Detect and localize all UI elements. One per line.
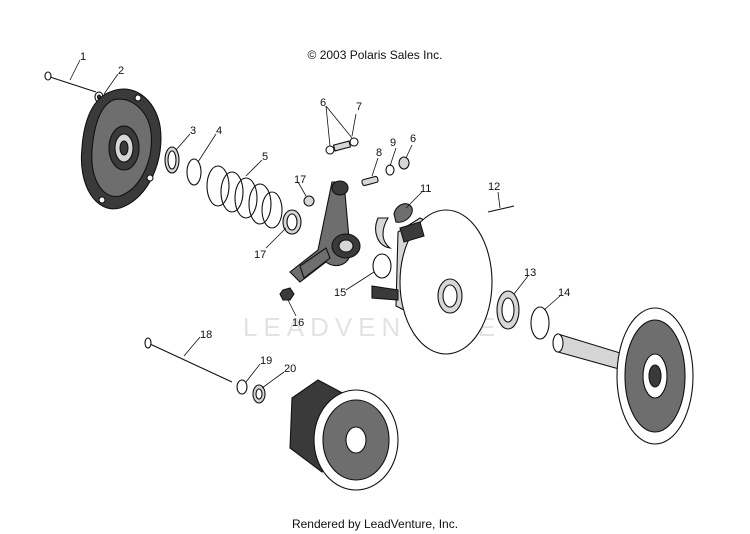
callout-3: 3 xyxy=(190,125,196,137)
part-cover-spider xyxy=(80,88,162,210)
callout-6-left: 17 xyxy=(294,174,306,186)
part-fixed-sheave xyxy=(552,307,694,445)
part-bolt-1 xyxy=(44,71,97,93)
callout-4: 4 xyxy=(216,125,222,137)
part-roller-6a xyxy=(303,195,315,207)
part-roller-6b xyxy=(398,156,410,170)
part-tab xyxy=(375,217,392,249)
part-cup-17 xyxy=(282,209,302,235)
callout-20: 20 xyxy=(284,363,296,375)
callout-9: 8 xyxy=(376,147,382,159)
callout-12: 12 xyxy=(488,181,500,193)
callout-leaders xyxy=(69,59,561,389)
callout-8: 7 xyxy=(356,101,362,113)
part-moveable-sheave xyxy=(371,209,493,355)
rendered-by-credit: Rendered by LeadVenture, Inc. xyxy=(291,517,459,531)
callout-5: 5 xyxy=(262,151,268,163)
callout-6-right: 6 xyxy=(410,133,416,145)
callout-19: 19 xyxy=(260,355,272,367)
part-ring-14 xyxy=(530,306,550,340)
part-weight-arm xyxy=(289,180,361,283)
callout-10: 9 xyxy=(390,137,396,149)
part-bushing-15 xyxy=(372,253,392,279)
callout-7: 6 xyxy=(320,97,326,109)
part-pin-7-8 xyxy=(325,137,359,155)
part-button-11 xyxy=(393,203,413,223)
callout-18: 18 xyxy=(200,329,212,341)
callout-11: 11 xyxy=(420,183,431,195)
part-bushing-13 xyxy=(496,290,520,330)
part-screw-12 xyxy=(487,205,515,213)
part-driven-clutch xyxy=(289,379,399,491)
part-spring-5 xyxy=(206,165,283,229)
callout-17: 17 xyxy=(254,249,266,261)
part-bolt-18 xyxy=(144,337,233,383)
callout-14: 14 xyxy=(558,287,570,299)
callout-16: 16 xyxy=(292,317,304,329)
part-washer-19 xyxy=(236,379,248,395)
part-bushing-20 xyxy=(252,384,266,404)
part-ring-4 xyxy=(186,158,202,186)
part-pin-9 xyxy=(361,175,379,187)
callout-1: 1 xyxy=(80,51,86,63)
part-washer-10 xyxy=(385,164,395,176)
copyright-notice: © 2003 Polaris Sales Inc. xyxy=(307,48,443,62)
callout-2: 2 xyxy=(118,65,124,77)
part-bushing-3 xyxy=(164,146,180,174)
callout-13: 13 xyxy=(524,267,536,279)
callout-15: 15 xyxy=(334,287,346,299)
part-nut-16 xyxy=(279,287,295,301)
